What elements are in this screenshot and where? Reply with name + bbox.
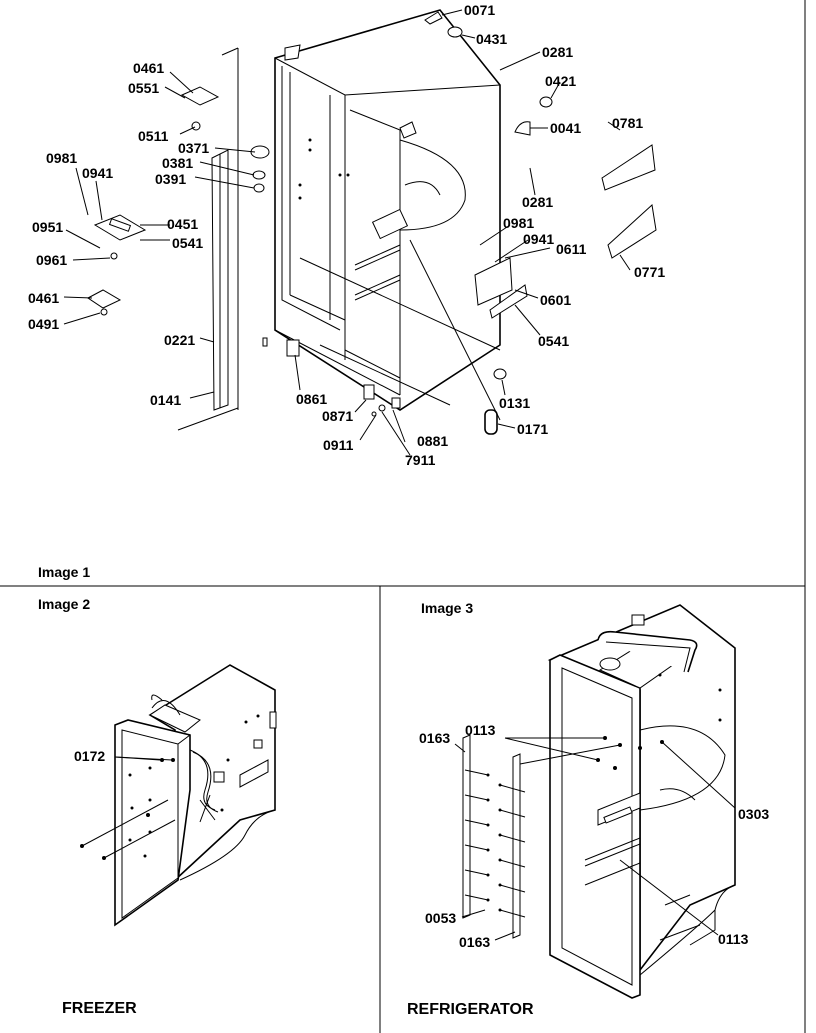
label-0113-bottom: 0113 xyxy=(718,931,749,947)
label-0981-right: 0981 xyxy=(503,215,534,231)
label-0163-bottom: 0163 xyxy=(459,934,490,950)
label-0131: 0131 xyxy=(499,395,530,411)
label-0981-left: 0981 xyxy=(46,150,77,166)
refrigerator-title: REFRIGERATOR xyxy=(407,1001,534,1018)
label-0781: 0781 xyxy=(612,115,643,131)
label-0961: 0961 xyxy=(36,252,67,268)
label-0601: 0601 xyxy=(540,292,571,308)
label-0461-top: 0461 xyxy=(133,60,164,76)
label-0541-right: 0541 xyxy=(538,333,569,349)
label-0611: 0611 xyxy=(556,241,587,257)
label-0861: 0861 xyxy=(296,391,327,407)
label-0053: 0053 xyxy=(425,910,456,926)
label-0941-left: 0941 xyxy=(82,165,113,181)
label-0221: 0221 xyxy=(164,332,195,348)
image3-drawing: 0163 0113 0303 0053 0163 0113 xyxy=(419,604,769,999)
label-0951: 0951 xyxy=(32,219,63,235)
label-0172: 0172 xyxy=(74,748,105,764)
label-0431: 0431 xyxy=(476,31,507,47)
label-0371: 0371 xyxy=(178,140,209,156)
label-0391: 0391 xyxy=(155,171,186,187)
label-0511: 0511 xyxy=(138,128,169,144)
freezer-title: FREEZER xyxy=(62,1000,137,1017)
label-0071: 0071 xyxy=(464,2,495,18)
label-0281-top: 0281 xyxy=(542,44,573,60)
label-0941-right: 0941 xyxy=(523,231,554,247)
image1-caption: Image 1 xyxy=(38,564,90,580)
image2-caption: Image 2 xyxy=(38,596,90,612)
label-0303: 0303 xyxy=(738,806,769,822)
label-0871: 0871 xyxy=(322,408,353,424)
image3-caption: Image 3 xyxy=(421,600,473,616)
label-0461-bottom: 0461 xyxy=(28,290,59,306)
image2-drawing: 0172 xyxy=(74,664,277,927)
label-0171: 0171 xyxy=(517,421,548,437)
label-0451: 0451 xyxy=(167,216,198,232)
label-0551: 0551 xyxy=(128,80,159,96)
label-0491: 0491 xyxy=(28,316,59,332)
label-0771: 0771 xyxy=(634,264,665,280)
label-0163-top: 0163 xyxy=(419,730,450,746)
label-0421: 0421 xyxy=(545,73,576,89)
label-0113-top: 0113 xyxy=(465,722,496,738)
label-7911: 7911 xyxy=(405,452,436,468)
label-0281-mid: 0281 xyxy=(522,194,553,210)
image1-drawing: 0071 0431 0281 0421 0041 0781 0281 0771 … xyxy=(28,2,665,468)
label-0541-left: 0541 xyxy=(172,235,203,251)
label-0041: 0041 xyxy=(550,120,581,136)
label-0911: 0911 xyxy=(323,437,354,453)
label-0141: 0141 xyxy=(150,392,181,408)
label-0881: 0881 xyxy=(417,433,448,449)
label-0381: 0381 xyxy=(162,155,193,171)
